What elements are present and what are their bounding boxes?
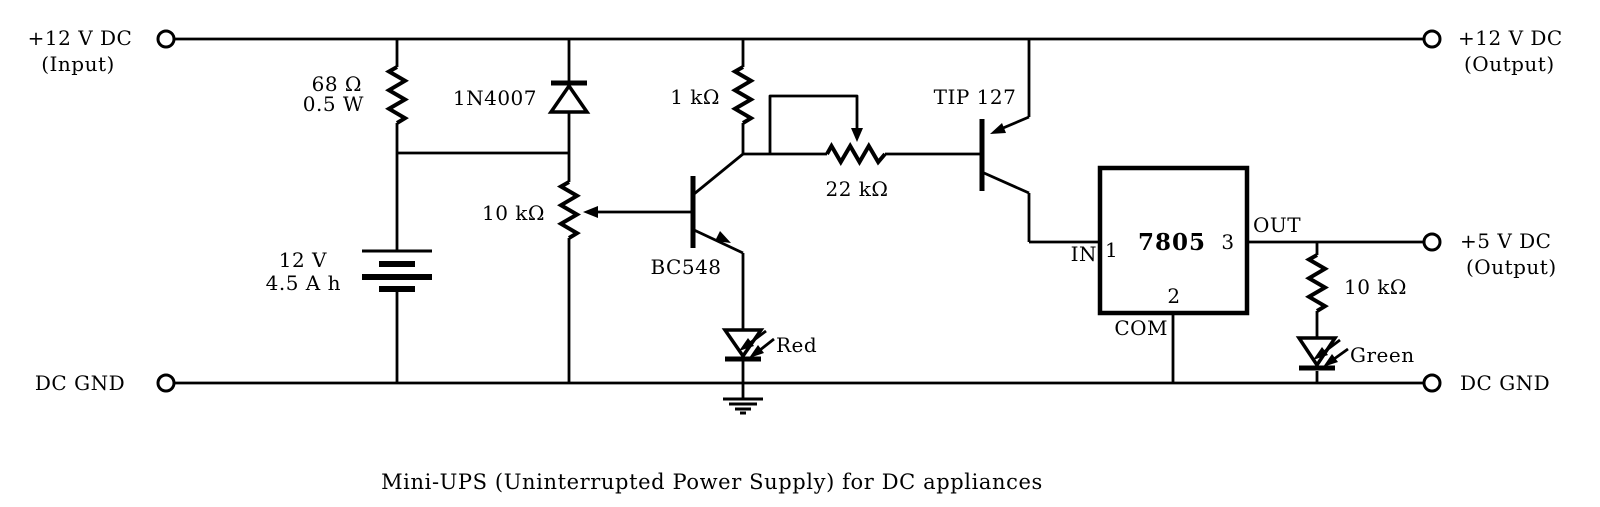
label-output-5v-line1: +5 V DC — [1460, 229, 1551, 253]
label-reg-in: IN — [1071, 242, 1097, 266]
label-diode-1n4007: 1N4007 — [453, 86, 537, 110]
diode-1n4007 — [547, 80, 591, 114]
label-reg-com: COM — [1114, 316, 1168, 340]
battery-12v — [362, 249, 432, 292]
transistor-bc548 — [690, 176, 731, 248]
label-resistor-68ohm: 68 Ω — [312, 72, 362, 96]
label-pot-10kohm: 10 kΩ — [482, 201, 545, 225]
potentiometer-10kohm — [556, 180, 581, 240]
terminal-12v-output — [1422, 29, 1442, 49]
wire-group — [174, 37, 1424, 399]
label-output-12v-line2: (Output) — [1464, 52, 1555, 76]
label-battery-voltage: 12 V — [279, 248, 327, 272]
green-led-arrowhead-1 — [1313, 347, 1328, 360]
red-led-arrowhead-2 — [749, 345, 764, 358]
label-battery-capacity: 4.5 A h — [266, 271, 341, 295]
label-reg-pin3: 3 — [1221, 230, 1234, 254]
terminal-gnd-right — [1422, 373, 1442, 393]
label-rheostat-22kohm: 22 kΩ — [825, 177, 888, 201]
label-gnd-right: DC GND — [1460, 371, 1550, 395]
red-led-arrowhead-1 — [739, 338, 754, 351]
transistor-tip127 — [979, 119, 1006, 191]
earth-ground-symbol — [723, 397, 763, 415]
regulator-7805-box — [1097, 165, 1250, 316]
tip127-emitter-arrowhead — [990, 123, 1006, 134]
label-reg-pin1: 1 — [1105, 238, 1118, 262]
terminal-5v-output — [1422, 232, 1442, 252]
terminal-12v-input — [156, 29, 176, 49]
label-regulator-7805: 7805 — [1138, 229, 1206, 256]
label-gnd-left: DC GND — [35, 371, 125, 395]
red-led-arrow-line-1 — [749, 329, 767, 345]
green-led-arrow-line-2 — [1333, 347, 1349, 361]
label-resistor-1kohm: 1 kΩ — [670, 85, 720, 109]
diode-triangle — [547, 82, 591, 114]
resistor-1kohm — [730, 65, 755, 125]
wire-tip-collector-diag — [983, 171, 1030, 195]
wire-bc548-collector — [693, 152, 744, 196]
resistor-10kohm-output — [1304, 253, 1329, 313]
bc548-emitter-arrowhead — [715, 231, 731, 243]
schematic-caption: Mini-UPS (Uninterrupted Power Supply) fo… — [381, 470, 1043, 494]
led-red — [721, 328, 775, 362]
label-reg-pin2: 2 — [1167, 284, 1180, 308]
rheostat-22kohm — [825, 141, 887, 166]
label-output-12v-line1: +12 V DC — [1458, 26, 1563, 50]
green-led-arrow-line-1 — [1323, 338, 1341, 354]
wire-rheostat-wiper-loop — [768, 94, 859, 154]
green-led-arrowhead-2 — [1323, 354, 1338, 367]
rheostat-wiper-arrowhead — [851, 128, 863, 142]
label-reg-out: OUT — [1253, 213, 1301, 237]
led-green — [1295, 336, 1349, 371]
label-transistor-bc548: BC548 — [650, 255, 721, 279]
wire-bc548-emitter — [693, 228, 744, 255]
label-led-green: Green — [1350, 343, 1415, 367]
label-led-red: Red — [776, 333, 817, 357]
red-led-arrow-line-2 — [759, 337, 775, 352]
label-transistor-tip127: TIP 127 — [934, 85, 1017, 109]
label-input-12v-line2: (Input) — [41, 52, 115, 76]
terminal-gnd-left — [156, 373, 176, 393]
resistor-68ohm — [384, 65, 409, 125]
label-resistor-10kohm-output: 10 kΩ — [1344, 275, 1407, 299]
label-resistor-68ohm-power: 0.5 W — [303, 92, 364, 116]
label-input-12v-line1: +12 V DC — [28, 26, 133, 50]
pot-wiper-arrowhead — [583, 206, 598, 218]
label-output-5v-line2: (Output) — [1466, 255, 1557, 279]
